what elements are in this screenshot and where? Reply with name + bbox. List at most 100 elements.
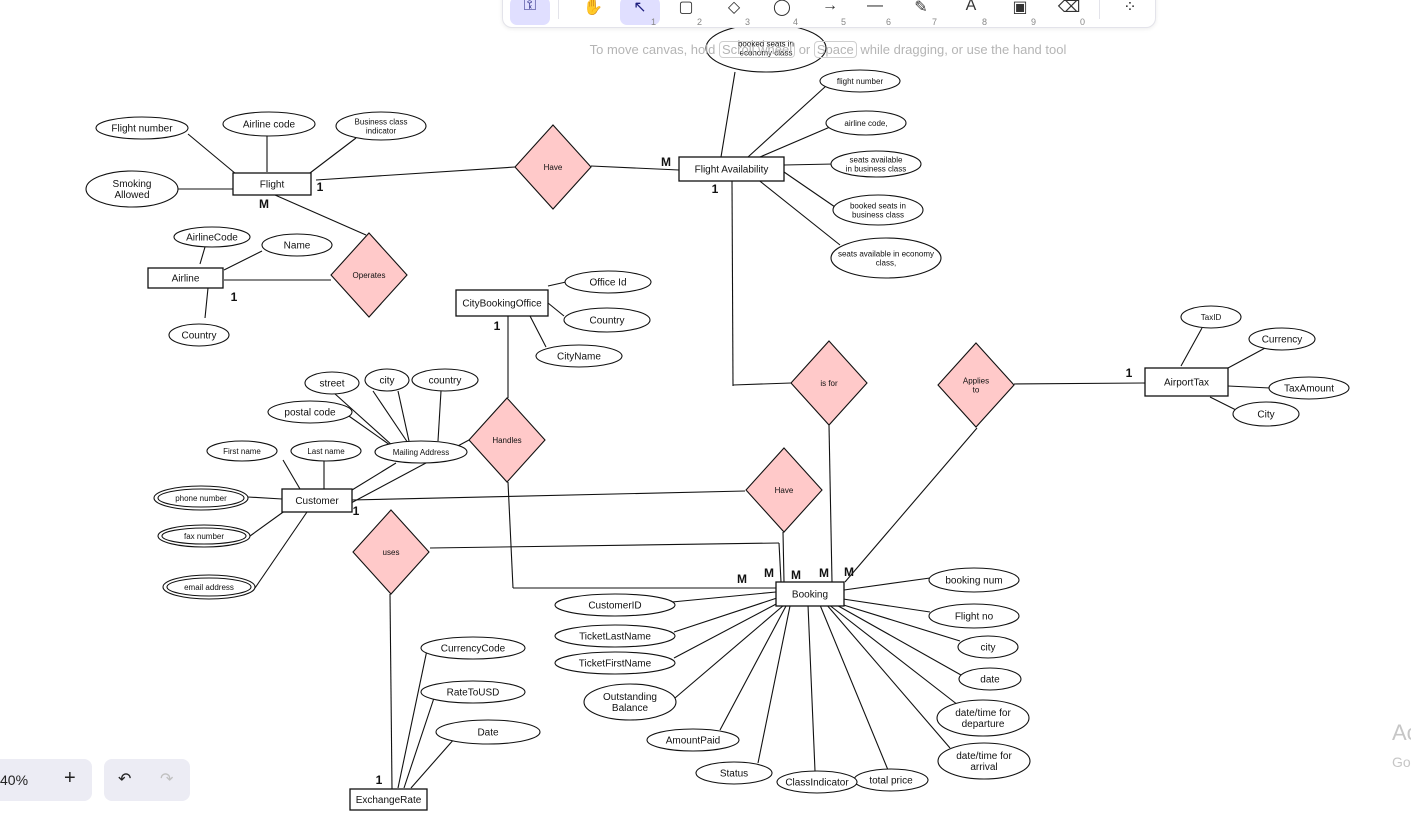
relationship-handles[interactable]: Handles	[468, 397, 546, 483]
entity-city-booking-office[interactable]: CityBookingOffice	[455, 289, 549, 317]
undo-button[interactable]: ↶	[118, 771, 132, 788]
attribute-label: phone number	[175, 494, 227, 503]
attribute-fax-number[interactable]: fax number	[157, 524, 251, 548]
attribute-total-price[interactable]: total price	[853, 768, 929, 792]
attribute-fa-flight-number[interactable]: flight number	[819, 69, 901, 93]
attribute-ticket-last-name[interactable]: TicketLastName	[554, 624, 676, 648]
multivalued-ellipse	[161, 527, 247, 545]
attribute-label: flight number	[837, 77, 884, 86]
attribute-booking-date[interactable]: date	[958, 667, 1022, 691]
relationship-diamond	[514, 124, 592, 210]
attribute-booking-city[interactable]: city	[957, 635, 1019, 659]
cardinality-label: M	[844, 565, 854, 579]
entity-exchange-rate[interactable]: ExchangeRate	[349, 788, 428, 811]
image-tool[interactable]: ▣9	[1000, 0, 1040, 27]
more-tools[interactable]: ⁘	[1110, 0, 1150, 25]
attribute-tax-id[interactable]: TaxID	[1180, 305, 1242, 329]
attribute-ellipse	[958, 667, 1022, 691]
lock-icon: ⚿	[523, 0, 537, 14]
attribute-flight-number[interactable]: Flight number	[95, 116, 189, 140]
hand-tool[interactable]: ✋	[573, 0, 613, 25]
diamond-tool[interactable]: ◇3	[714, 0, 754, 27]
draw-tool[interactable]: ✎7	[901, 0, 941, 27]
attribute-tax-currency[interactable]: Currency	[1248, 327, 1316, 351]
attribute-airline-code[interactable]: Airline code	[222, 111, 316, 137]
connector-line	[429, 542, 780, 549]
line-tool[interactable]: —6	[855, 0, 895, 27]
ellipse-tool[interactable]: ◯4	[762, 0, 802, 27]
attribute-airline-airlinecode[interactable]: AirlineCode	[173, 226, 251, 248]
attribute-fa-airline-code[interactable]: airline code,	[825, 110, 907, 136]
attribute-office-country[interactable]: Country	[563, 307, 651, 333]
attribute-currency-code[interactable]: CurrencyCode	[420, 636, 526, 660]
rectangle-tool[interactable]: ▢2	[666, 0, 706, 27]
entity-flight-availability[interactable]: Flight Availability	[678, 156, 785, 182]
entity-airport-tax[interactable]: AirportTax	[1144, 367, 1229, 397]
redo-button[interactable]: ↷	[160, 771, 174, 788]
attribute-rate-to-usd[interactable]: RateToUSD	[420, 680, 526, 704]
entity-flight[interactable]: Flight	[232, 172, 312, 196]
attribute-phone-number[interactable]: phone number	[153, 485, 249, 511]
attribute-label: city	[981, 643, 996, 654]
connector-line	[249, 509, 287, 537]
attribute-email-address[interactable]: email address	[162, 574, 256, 600]
entity-booking[interactable]: Booking	[775, 581, 845, 607]
relationship-uses[interactable]: uses	[352, 509, 430, 595]
attribute-exchange-date[interactable]: Date	[435, 719, 541, 745]
zoom-level[interactable]: 40%	[0, 772, 29, 788]
selection-tool[interactable]: ↖1	[620, 0, 660, 27]
attribute-amount-paid[interactable]: AmountPaid	[646, 728, 740, 752]
relationship-have-2[interactable]: Have	[745, 447, 823, 533]
attribute-booking-flight-no[interactable]: Flight no	[928, 603, 1020, 629]
lock-tool[interactable]: ⚿	[510, 0, 550, 25]
connector-line	[807, 604, 816, 772]
attribute-ticket-first-name[interactable]: TicketFirstName	[554, 651, 676, 675]
entity-customer[interactable]: Customer	[281, 488, 353, 513]
attribute-first-name[interactable]: First name	[206, 440, 278, 462]
attribute-booking-num[interactable]: booking num	[928, 567, 1020, 593]
eraser-tool[interactable]: ⌫0	[1049, 0, 1089, 27]
attribute-customer-id[interactable]: CustomerID	[554, 593, 676, 617]
attribute-tax-amount[interactable]: TaxAmount	[1268, 376, 1350, 400]
relationship-diamond	[352, 509, 430, 595]
arrow-tool[interactable]: →5	[810, 0, 850, 27]
attribute-label: Mailing Address	[393, 448, 449, 457]
attribute-city[interactable]: city	[364, 368, 410, 392]
entity-box	[775, 581, 845, 607]
relationship-operates[interactable]: Operates	[330, 232, 408, 318]
relationship-is-for[interactable]: is for	[790, 340, 868, 426]
connector-line	[397, 390, 410, 442]
attribute-office-id[interactable]: Office Id	[564, 270, 652, 294]
attribute-label: city	[380, 376, 395, 387]
attribute-last-name[interactable]: Last name	[290, 440, 362, 462]
attribute-airline-name[interactable]: Name	[261, 233, 333, 257]
zoom-in-button[interactable]: +	[64, 767, 76, 789]
attribute-country[interactable]: country	[411, 368, 479, 392]
attribute-class-indicator[interactable]: ClassIndicator	[776, 770, 858, 794]
attribute-airline-country[interactable]: Country	[168, 323, 230, 347]
attribute-ellipse	[420, 636, 526, 660]
attribute-tax-city[interactable]: City	[1232, 401, 1300, 427]
attribute-ellipse	[695, 761, 773, 785]
cardinality-label: 1	[231, 290, 238, 304]
attribute-office-cityname[interactable]: CityName	[535, 344, 623, 368]
attribute-street[interactable]: street	[304, 371, 360, 395]
entity-airline[interactable]: Airline	[147, 267, 224, 289]
attribute-status[interactable]: Status	[695, 761, 773, 785]
entity-box	[1144, 367, 1229, 397]
attribute-mailing-address[interactable]: Mailing Address	[374, 440, 468, 464]
attribute-postal-code[interactable]: postal code	[267, 400, 353, 424]
relationship-have-1[interactable]: Have	[514, 124, 592, 210]
